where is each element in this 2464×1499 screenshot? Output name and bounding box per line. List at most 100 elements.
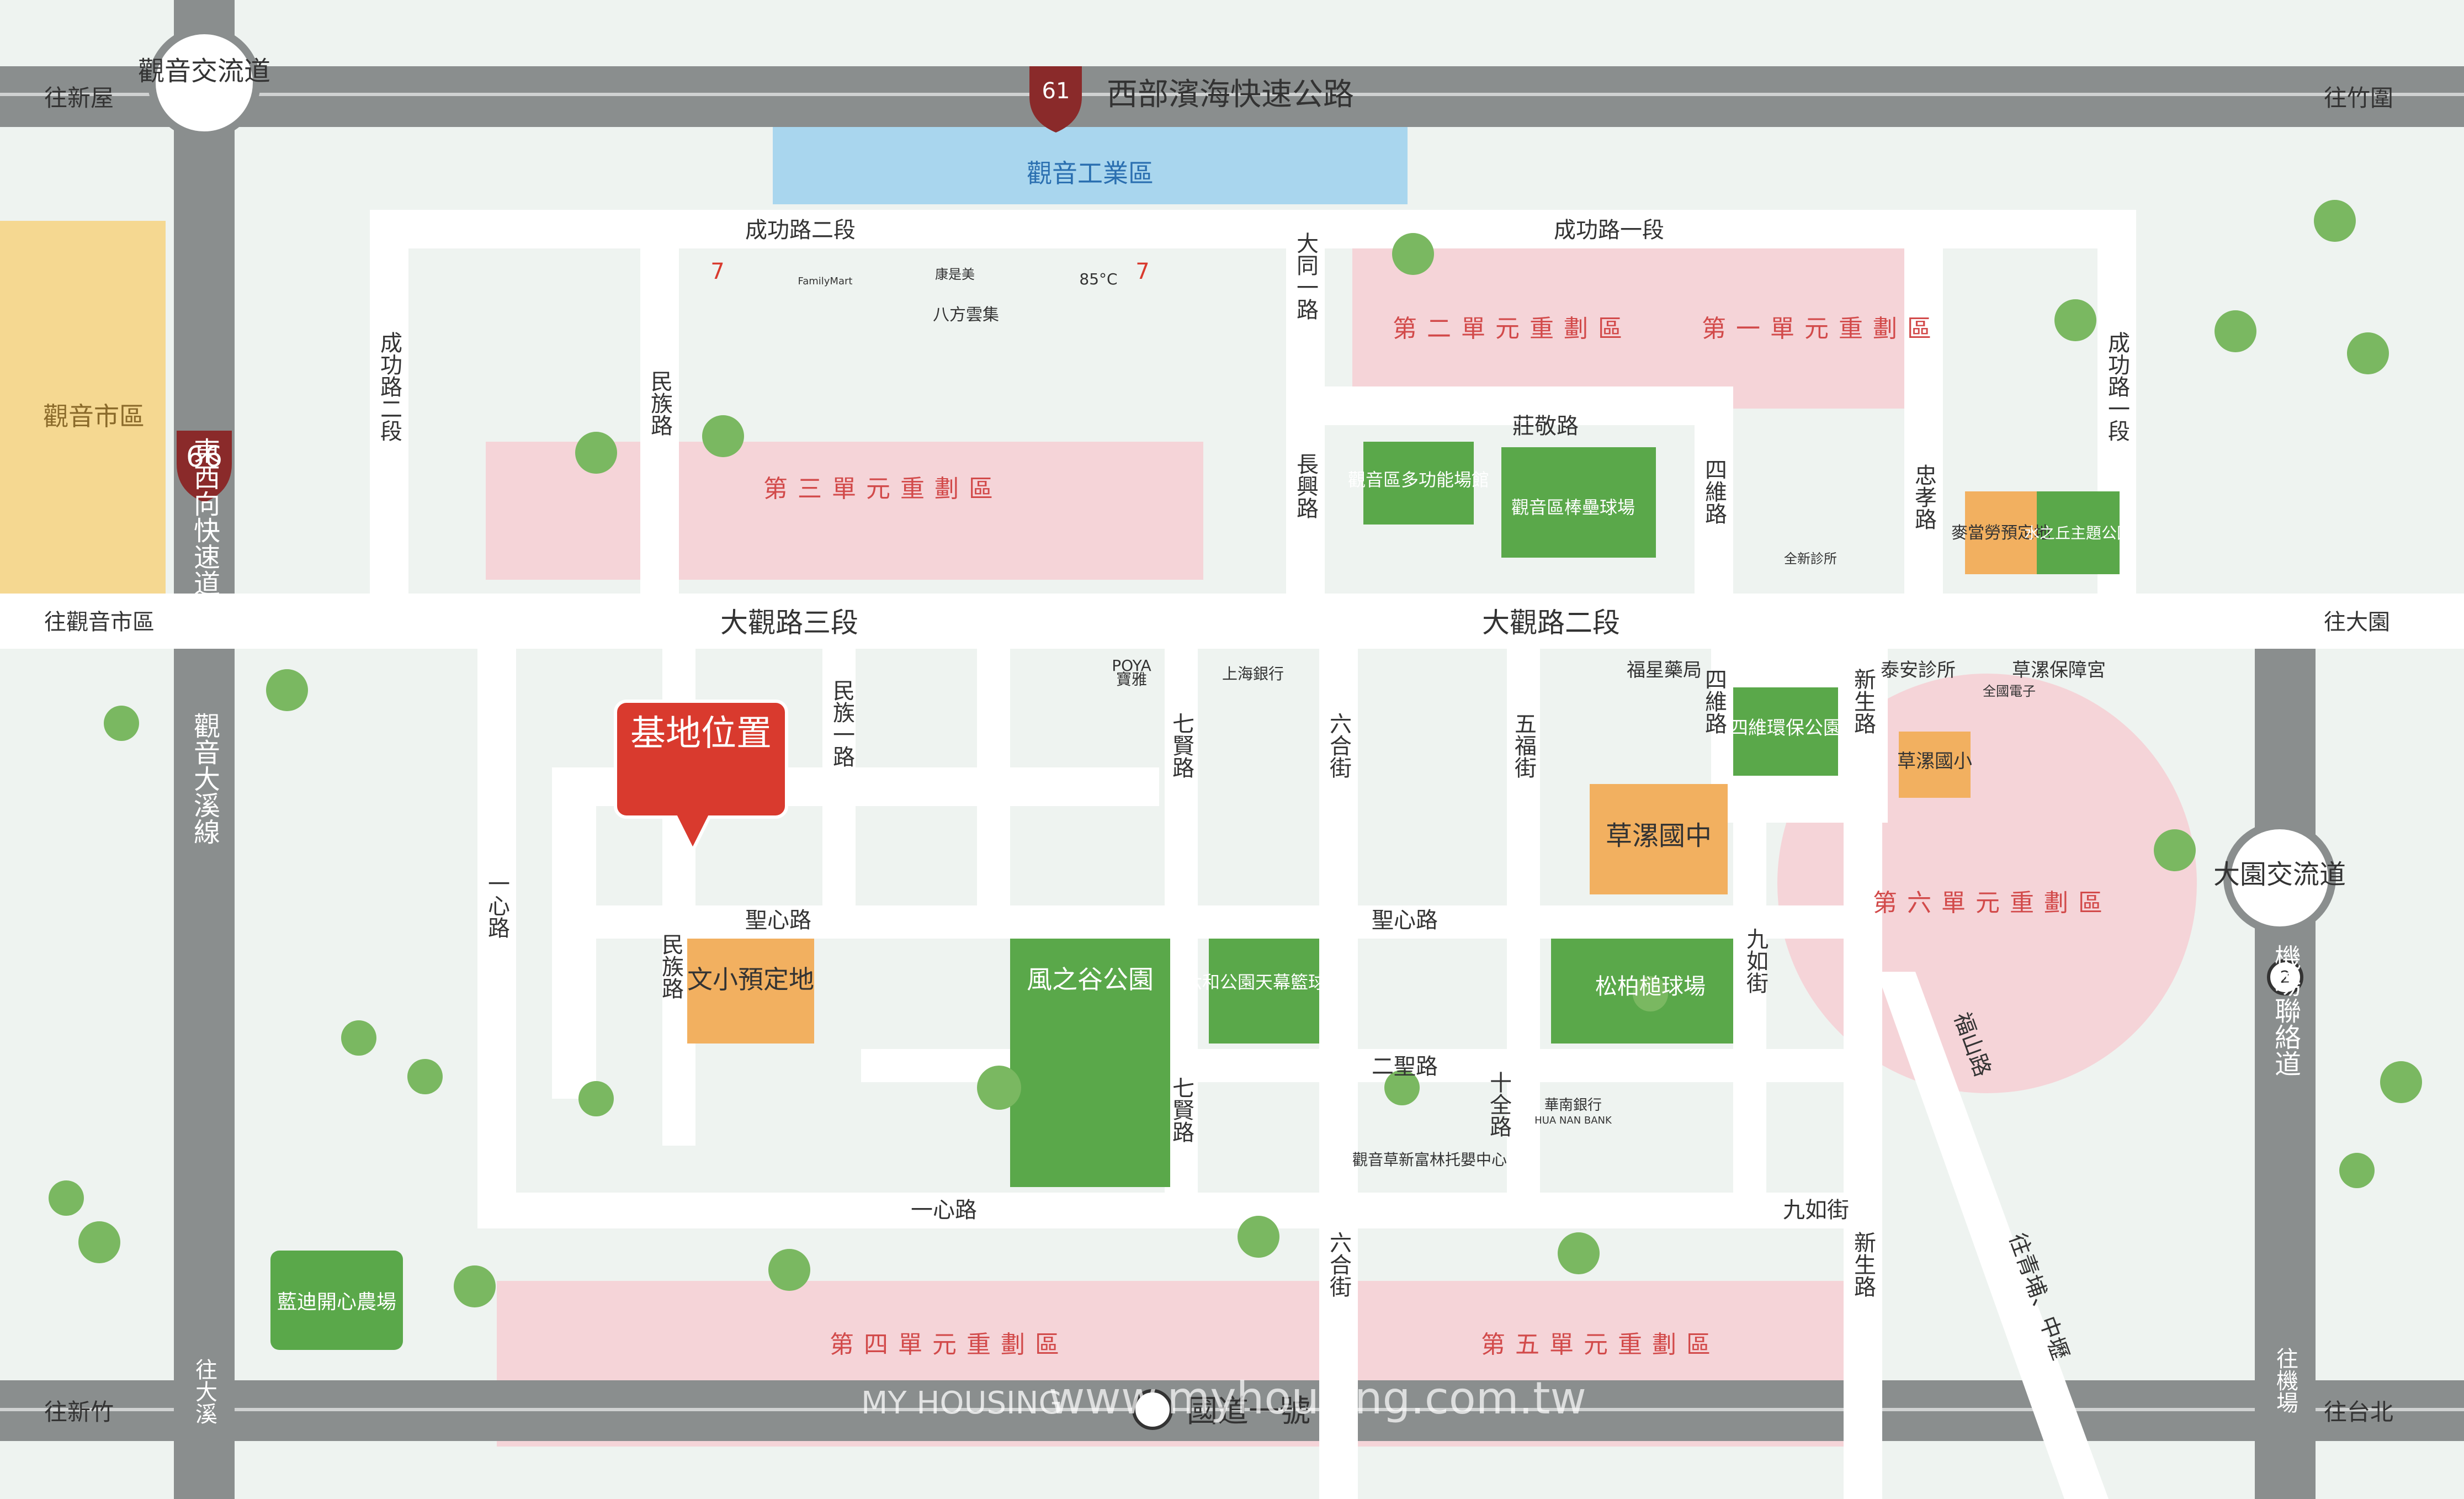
road-daguan3: 大觀路三段 xyxy=(720,607,858,639)
caota-jh-label: 草漯國中 xyxy=(1606,820,1712,851)
road-datong1: 大同一路 xyxy=(1293,232,1318,320)
road-jiuru-south: 九如街 xyxy=(1783,1198,1849,1223)
siwei-park-label: 四維環保公園 xyxy=(1729,717,1842,739)
quanxin-label: 全新診所 xyxy=(1784,551,1837,566)
shanghai-bank-label: 上海銀行 xyxy=(1222,665,1284,683)
liuhe-park-label: 六和公園天幕籃球場 xyxy=(1185,972,1343,993)
east-west-highway-name: 東西向快速道路 xyxy=(189,437,220,623)
freeway-shield-icon xyxy=(1132,1389,1173,1430)
multi-venue xyxy=(1363,442,1474,525)
shuizhiqiu-park xyxy=(2037,491,2120,574)
road-qixian-north: 七賢路 xyxy=(1169,712,1194,778)
poya-brand-en: POYA xyxy=(1112,656,1151,675)
watermark-logo: MY HOUSING xyxy=(861,1385,1063,1421)
road-liuhe-north: 六合街 xyxy=(1326,712,1352,778)
cosmed-label: 康是美 xyxy=(935,267,975,282)
chenggong-road-top xyxy=(370,210,2136,248)
road-minzu-south: 民族路 xyxy=(658,933,683,999)
road-siwei-south: 四維路 xyxy=(1701,668,1727,734)
seven-eleven-2: 7 xyxy=(1135,259,1149,284)
road-siwei-north: 四維路 xyxy=(1701,458,1727,525)
zone5-label: 第五單元重劃區 xyxy=(1481,1331,1720,1359)
to-guanyin-city: 往觀音市區 xyxy=(44,610,155,635)
multi-venue-label: 觀音區多功能場館 xyxy=(1348,469,1489,490)
to-dayuan: 往大園 xyxy=(2324,610,2390,635)
zone2-label: 第二單元重劃區 xyxy=(1393,315,1632,343)
caota-es-block xyxy=(1899,732,1971,798)
dayuan-interchange-label: 大園交流道 xyxy=(2213,859,2346,890)
shuizhiqiu-label: 水之丘主題公園 xyxy=(2024,524,2132,542)
cafe85-label: 85°C xyxy=(1079,270,1117,288)
road-shengxin-west: 聖心路 xyxy=(745,908,811,933)
taian-label: 泰安診所 xyxy=(1881,659,1956,681)
daycare-label: 觀音草新富林托嬰中心 xyxy=(1352,1151,1507,1169)
bafang-label: 八方雲集 xyxy=(933,305,999,325)
to-xinzhu: 往新竹 xyxy=(44,1399,114,1426)
huanan-bank-label: 華南銀行 xyxy=(1544,1097,1602,1114)
trees-decoration xyxy=(49,200,2422,1307)
road-shiquan: 十全路 xyxy=(1486,1071,1511,1137)
road-wufu: 五福街 xyxy=(1511,712,1537,778)
baseball-field xyxy=(1501,447,1656,558)
zone1-area xyxy=(1700,243,1910,409)
airport-road-name: 機場聯絡道 xyxy=(2270,944,2301,1077)
zone1-label: 第一單元重劃區 xyxy=(1702,315,1941,343)
liuhe-park xyxy=(1209,939,1319,1044)
fengzhigu-park xyxy=(1010,939,1170,1187)
guanyin-interchange-badge xyxy=(148,27,261,139)
site-label: 基地位置 xyxy=(630,713,772,754)
road-shengxin-east: 聖心路 xyxy=(1372,908,1438,933)
freeway-name: 國道一號 xyxy=(1187,1394,1310,1429)
zone4-label: 第四單元重劃區 xyxy=(830,1331,1069,1359)
road-minzu1: 民族一路 xyxy=(829,679,854,767)
fushan-road xyxy=(1877,972,2109,1499)
road-xinsheng-south: 新生路 xyxy=(1850,1231,1876,1297)
industrial-label: 觀音工業區 xyxy=(1027,158,1154,188)
road-daguan2: 大觀路二段 xyxy=(1482,607,1620,639)
road-ershengxin: 二聖路 xyxy=(1372,1054,1438,1079)
road-chenggong1-vertical: 成功路一段 xyxy=(2104,331,2130,442)
shield-2-number: 2 xyxy=(2280,968,2290,987)
fengzhigu-label: 風之谷公園 xyxy=(1027,965,1154,994)
road-zhuangjing: 莊敬路 xyxy=(1512,414,1579,439)
songbai-label: 松柏槌球場 xyxy=(1595,974,1706,999)
highway-61-road xyxy=(0,66,2464,127)
zone6-label: 第六單元重劃區 xyxy=(1873,889,2112,917)
to-taipei: 往台北 xyxy=(2324,1399,2393,1426)
site-marker[interactable] xyxy=(614,700,788,854)
road-zhongxiao: 忠孝路 xyxy=(1911,464,1936,530)
dayuan-interchange-badge xyxy=(2223,822,2336,934)
shield-66-number: 66 xyxy=(186,441,222,474)
city-label: 觀音市區 xyxy=(43,401,145,431)
landi-label: 藍迪開心農場 xyxy=(277,1291,396,1313)
zone3-label: 第三單元重劃區 xyxy=(763,475,1003,503)
road-minzu-north: 民族路 xyxy=(647,370,672,436)
quanguo-label: 全國電子 xyxy=(1983,684,2036,699)
caota-jh-block xyxy=(1590,784,1728,894)
daguan-road xyxy=(0,594,2464,649)
road-yixin-west: 一心路 xyxy=(484,872,509,939)
caota-temple-label: 草漯保障宮 xyxy=(2012,659,2106,681)
road-chenggong2: 成功路二段 xyxy=(745,218,856,243)
airport-road xyxy=(2255,635,2316,1499)
watermark-url: www.myhousing.com.tw xyxy=(1049,1373,1586,1424)
road-xinsheng-north: 新生路 xyxy=(1850,668,1876,734)
west-coast-highway-name: 西部濱海快速公路 xyxy=(1107,77,1354,113)
landi-farm xyxy=(270,1251,403,1350)
guanyin-interchange-line1: 觀音交流道 xyxy=(138,56,270,87)
road-chenggong2-vertical: 成功路二段 xyxy=(376,331,402,442)
to-zhuwei: 往竹圍 xyxy=(2324,84,2393,112)
road-qixian-south: 七賢路 xyxy=(1169,1077,1194,1143)
road-yixin-south: 一心路 xyxy=(911,1198,977,1223)
to-daxi: 往大溪 xyxy=(192,1358,217,1424)
mcd-block xyxy=(1965,491,2037,574)
familymart-label: FamilyMart xyxy=(798,276,853,287)
huanan-bank-en: HUA NAN BANK xyxy=(1534,1115,1612,1126)
poya-label: 寶雅 xyxy=(1116,670,1147,688)
road-chenggong1: 成功路一段 xyxy=(1554,218,1664,243)
wenxiao-site xyxy=(687,939,814,1044)
shield-61-icon xyxy=(1029,66,1082,133)
caota-es-label: 草漯國小 xyxy=(1897,750,1972,772)
siwei-park xyxy=(1733,687,1838,776)
